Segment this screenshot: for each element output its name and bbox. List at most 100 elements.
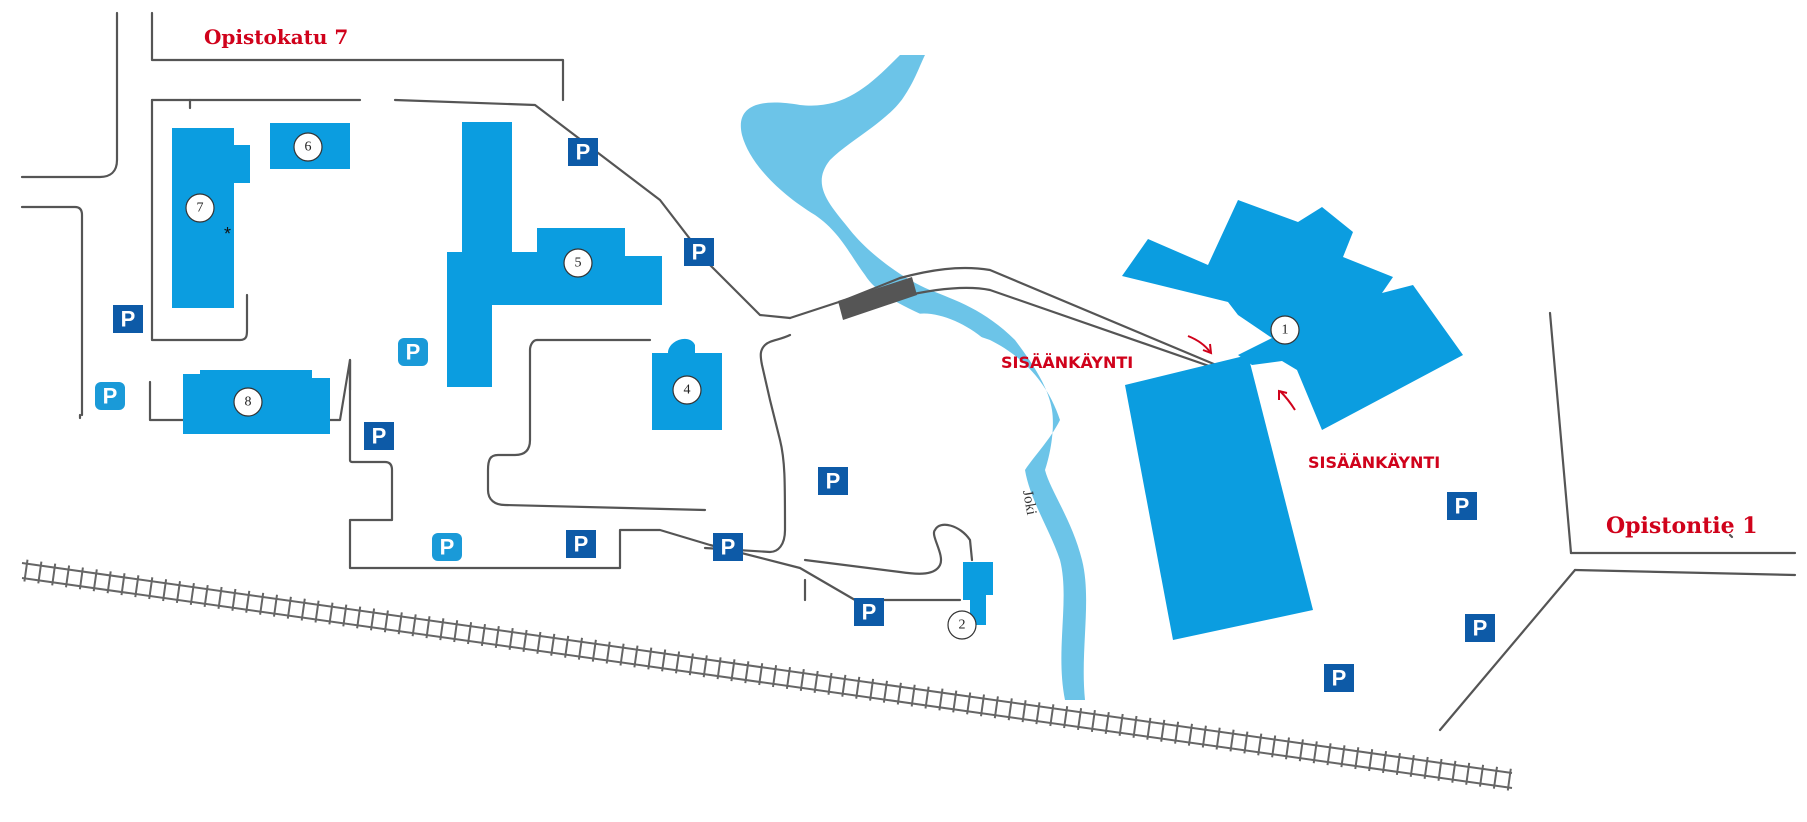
railway-tie (286, 596, 292, 619)
railway-tie (758, 663, 764, 686)
railway-tie (910, 684, 916, 707)
river (740, 55, 1087, 700)
railway-tie (605, 641, 611, 664)
parking-sign[interactable]: P (95, 382, 125, 410)
parking-letter: P (406, 340, 421, 365)
railway-tie (1354, 747, 1360, 770)
parking-sign[interactable]: P (568, 138, 598, 166)
parking-sign[interactable]: P (684, 238, 714, 266)
building-7-marker[interactable]: 7 (185, 193, 215, 223)
building-8-marker[interactable]: 8 (233, 387, 263, 417)
railway-tie (1118, 713, 1124, 736)
railway-tie (425, 616, 431, 639)
parking-letter: P (574, 532, 589, 557)
railway-tie (51, 563, 57, 586)
railway-tie (1021, 700, 1027, 723)
railway-tie (1063, 706, 1069, 729)
building-1-marker[interactable]: 1 (1270, 315, 1300, 345)
railway-tie (1229, 729, 1235, 752)
railway-tie (591, 639, 597, 662)
railway-tie (328, 602, 334, 625)
railway-tie (882, 680, 888, 703)
railway-tie (577, 637, 583, 660)
railway-tie (730, 659, 736, 682)
building-2-marker[interactable]: 2 (947, 610, 977, 640)
parking-sign[interactable]: P (432, 533, 462, 561)
railway-tie (23, 559, 29, 582)
railway-tie (467, 622, 473, 645)
railway-tie (1451, 760, 1457, 783)
railway-tie (647, 647, 653, 670)
railway-tie (633, 645, 639, 668)
railway-tie (231, 588, 237, 611)
railway-tie (1437, 758, 1443, 781)
parking-sign[interactable]: P (1465, 614, 1495, 642)
railway-tie (1479, 764, 1485, 787)
parking-sign[interactable]: P (1447, 492, 1477, 520)
railway-tie (1298, 739, 1304, 762)
building-4-marker[interactable]: 4 (672, 375, 702, 405)
railway-tie (37, 561, 43, 584)
parking-sign[interactable]: P (713, 533, 743, 561)
railway-tie (1160, 719, 1166, 742)
railway-tie (1132, 715, 1138, 738)
river-label: Joki (1019, 489, 1039, 516)
parking-letter: P (1473, 616, 1488, 641)
railway-tie (1090, 709, 1096, 733)
building-2-shape (963, 562, 993, 625)
railway-tie (1409, 754, 1415, 777)
railway-tie (1146, 717, 1152, 740)
railway-tie (411, 614, 417, 637)
building-6-number: 6 (305, 140, 312, 155)
railway-tie (1049, 704, 1055, 727)
railway-tie (65, 565, 71, 588)
railway-tie (453, 620, 459, 643)
building-8-number: 8 (245, 395, 252, 410)
railway-tie (1492, 766, 1498, 789)
building-1-shape (1122, 200, 1463, 430)
parking-signs: P P P P P P P P P P P P P P (95, 138, 1495, 692)
building-2-number: 2 (959, 618, 966, 633)
railway-tie (120, 573, 126, 596)
railway-tie (300, 598, 306, 621)
parking-sign[interactable]: P (566, 530, 596, 558)
parking-letter: P (1455, 494, 1470, 519)
parking-sign[interactable]: P (854, 598, 884, 626)
railway-tie (966, 692, 972, 715)
bridge (838, 277, 917, 320)
railway-tie (1077, 708, 1083, 731)
building-1-number: 1 (1282, 323, 1289, 338)
asterisk-marker: * (224, 224, 231, 244)
railway-tie (397, 612, 403, 635)
entrance-label-west: SISÄÄNKÄYNTI (1001, 353, 1133, 372)
railway-tie (550, 633, 556, 656)
building-4-number: 4 (684, 383, 691, 398)
railway-tie (980, 694, 985, 717)
parking-letter: P (121, 307, 136, 332)
railway-tie (1201, 725, 1207, 748)
railway-tie (1187, 723, 1193, 746)
railway-tie (342, 604, 348, 627)
building-5-marker[interactable]: 5 (563, 248, 593, 278)
railway-tie (522, 629, 528, 652)
railway-tie (480, 623, 486, 647)
railway-tie (1506, 768, 1512, 791)
parking-sign[interactable]: P (1324, 664, 1354, 692)
railway-tie (716, 657, 722, 680)
railway-tie (1007, 698, 1013, 721)
railway-tie (203, 584, 209, 608)
railway-tie (383, 610, 389, 633)
railway (21, 562, 1513, 789)
railway-tie (439, 618, 445, 641)
railway-tie (1368, 749, 1374, 772)
railway-tie (1423, 756, 1429, 779)
parking-sign[interactable]: P (364, 422, 394, 450)
building-6-marker[interactable]: 6 (293, 132, 323, 162)
railway-tie (675, 651, 681, 674)
building-1-annex-shape (1125, 355, 1313, 640)
railway-tie (564, 635, 570, 658)
parking-sign[interactable]: P (818, 467, 848, 495)
parking-sign[interactable]: P (113, 305, 143, 333)
railway-tie (744, 661, 750, 684)
parking-sign[interactable]: P (398, 338, 428, 366)
